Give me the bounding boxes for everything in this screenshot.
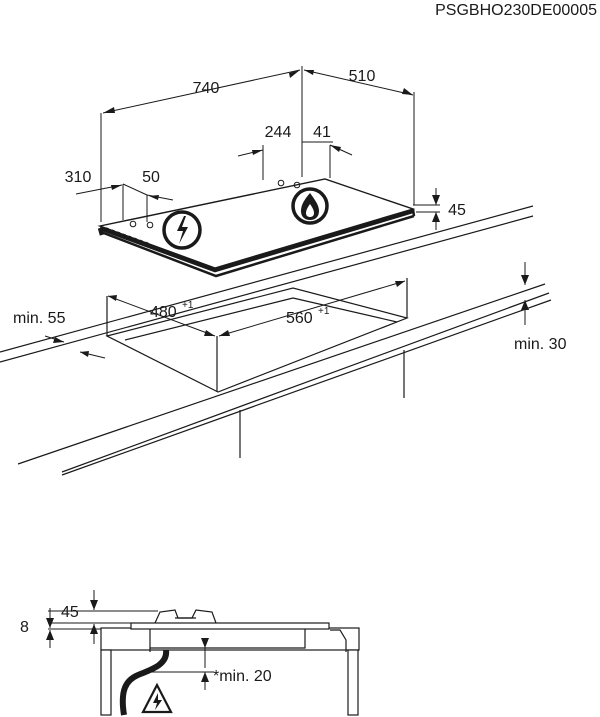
dim-45-label: 45 [448,202,466,219]
cutout-outline [105,278,409,393]
section-8-label: 8 [20,619,29,636]
dimension-lines-cutout [44,262,529,359]
worktop [0,205,552,476]
gas-flame-icon [291,187,329,225]
section-view [100,609,360,716]
dim-560-label: 560 [286,310,313,327]
dimension-lines-section [46,590,209,690]
dim-740-label: 740 [193,80,220,97]
section-45-label: 45 [61,604,79,621]
electric-warning-icon [141,682,173,714]
min-20-label: *min. 20 [213,668,272,685]
document-code: PSGBHO230DE00005 [435,2,597,19]
dimension-lines-top [75,66,440,230]
dim-560-tolerance: +1 [318,306,330,317]
dim-41-label: 41 [313,124,331,141]
dim-480-tolerance: +1 [182,300,194,311]
dim-50-label: 50 [142,169,160,186]
min-55-label: min. 55 [13,310,66,327]
min-30-label: min. 30 [514,336,567,353]
dim-244-label: 244 [265,124,292,141]
electric-hazard-icon [162,210,202,250]
dim-310-label: 310 [65,169,92,186]
dim-480-label: 480 [150,304,177,321]
dim-510-label: 510 [349,68,376,85]
